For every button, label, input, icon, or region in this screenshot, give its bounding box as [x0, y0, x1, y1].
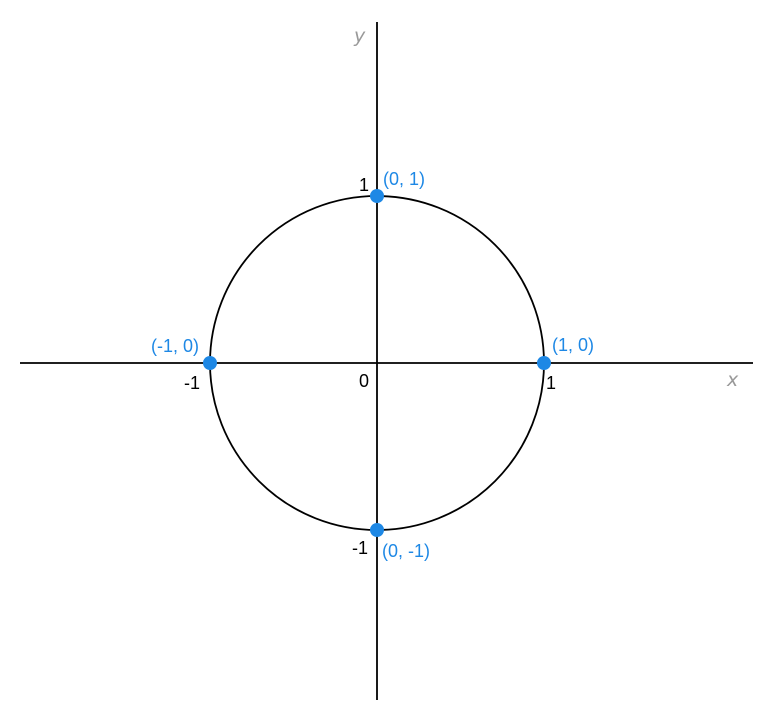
x-tick-label-neg1: -1 — [184, 373, 200, 393]
point-label-left: (-1, 0) — [151, 336, 199, 356]
point-top — [370, 189, 384, 203]
y-axis-label: y — [353, 25, 366, 47]
point-right — [537, 356, 551, 370]
origin-label: 0 — [359, 371, 369, 391]
point-bottom — [370, 523, 384, 537]
x-tick-label-1: 1 — [546, 373, 556, 393]
x-axis-label: x — [726, 369, 739, 391]
point-label-right: (1, 0) — [552, 335, 594, 355]
y-tick-label-1: 1 — [359, 175, 369, 195]
point-left — [203, 356, 217, 370]
point-label-top: (0, 1) — [383, 169, 425, 189]
point-label-bottom: (0, -1) — [382, 541, 430, 561]
y-tick-label-neg1: -1 — [352, 538, 368, 558]
